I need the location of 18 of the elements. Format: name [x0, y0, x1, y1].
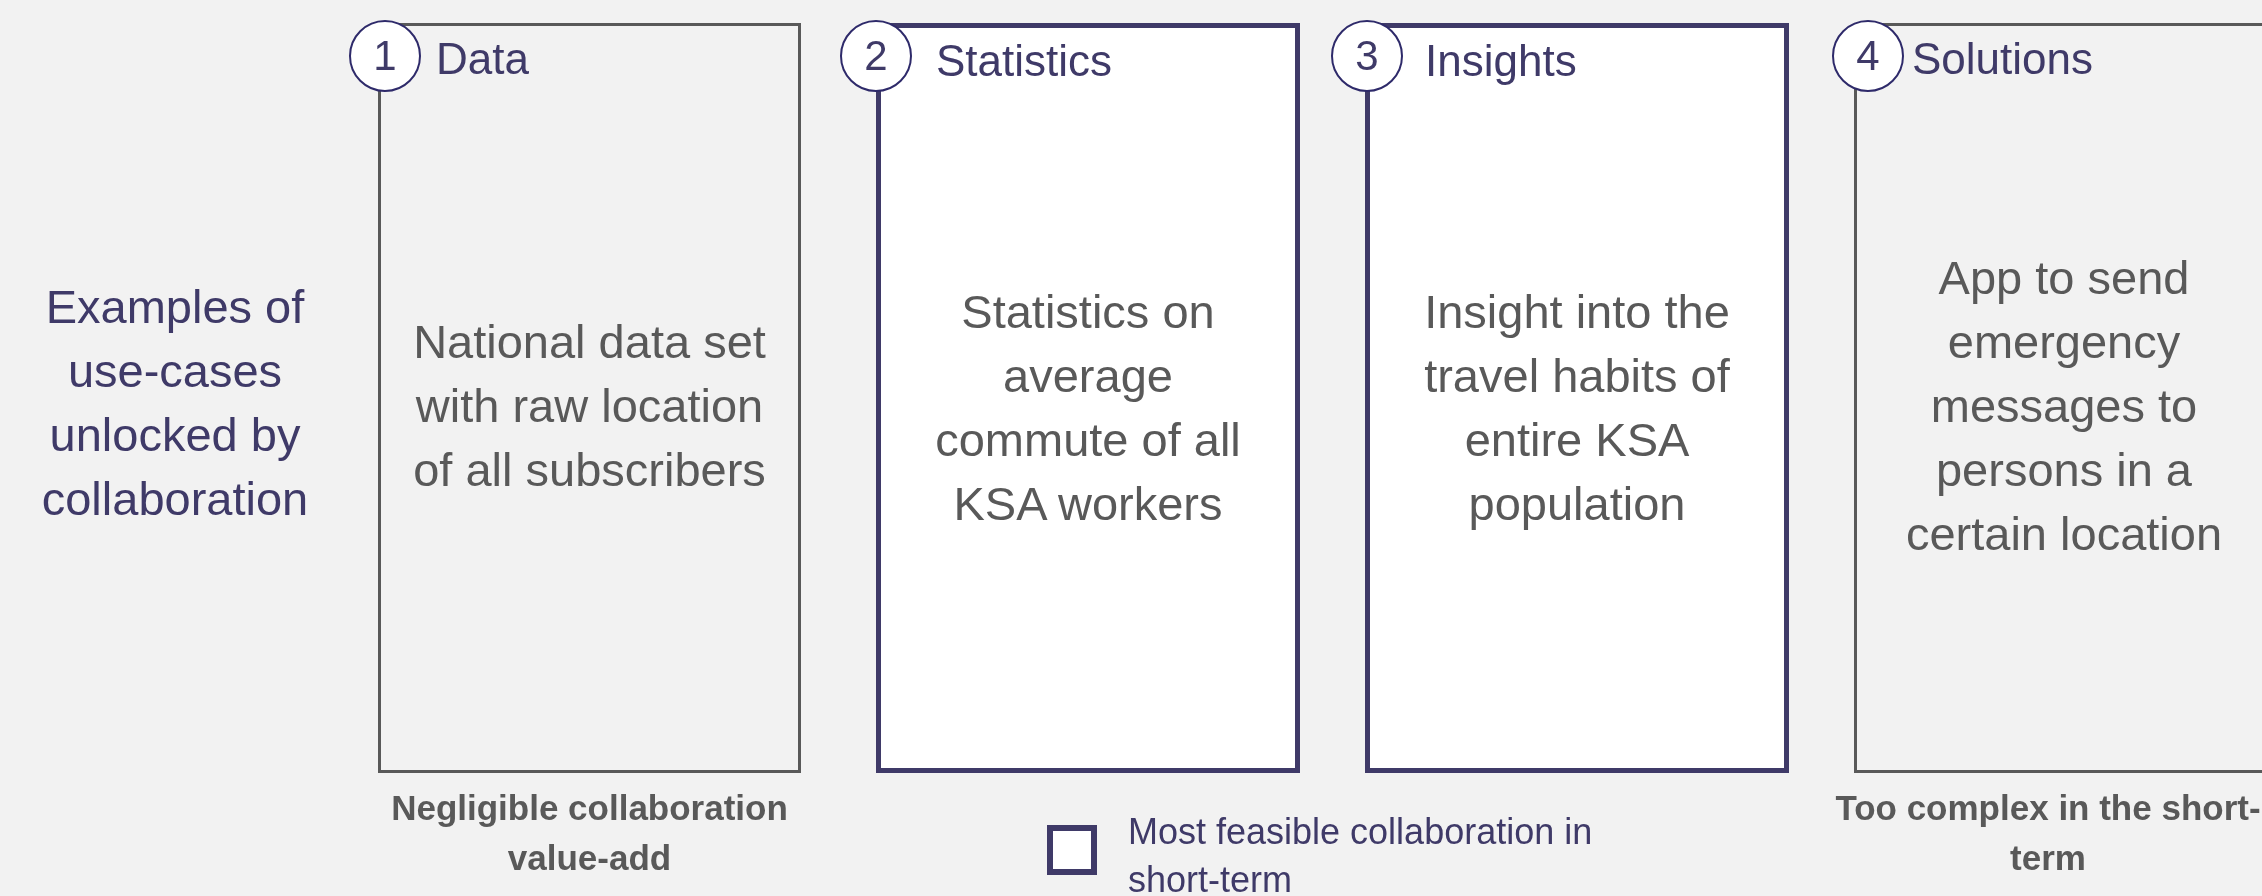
row-label: Examples of use-cases unlocked by collaboration: [40, 279, 310, 527]
category-box: [378, 23, 801, 773]
number-circle: 4: [1832, 20, 1904, 92]
legend-text: Most feasible collaboration in short-term: [1128, 810, 1594, 896]
category-heading: Insights: [1425, 36, 1577, 86]
category-box: [1854, 23, 2262, 773]
use-case-text: Insight into the travel habits of entire KSA population: [1423, 284, 1731, 532]
number-circle: 3: [1331, 20, 1403, 92]
number-circle: 2: [840, 20, 912, 92]
category-heading: Solutions: [1912, 34, 2093, 84]
assessment-note: Negligible collaboration value-add: [390, 787, 789, 879]
use-case-text: Statistics on average commute of all KSA workers: [934, 284, 1242, 532]
use-case-text: App to send emergency messages to persons in a certain location: [1904, 250, 2224, 562]
category-heading: Data: [436, 34, 529, 84]
assessment-note: Too complex in the short-term: [1834, 787, 2262, 879]
category-heading: Statistics: [936, 36, 1113, 86]
number-circle: 1: [349, 20, 421, 92]
use-case-text: National data set with raw location of all subscribers: [412, 314, 767, 498]
